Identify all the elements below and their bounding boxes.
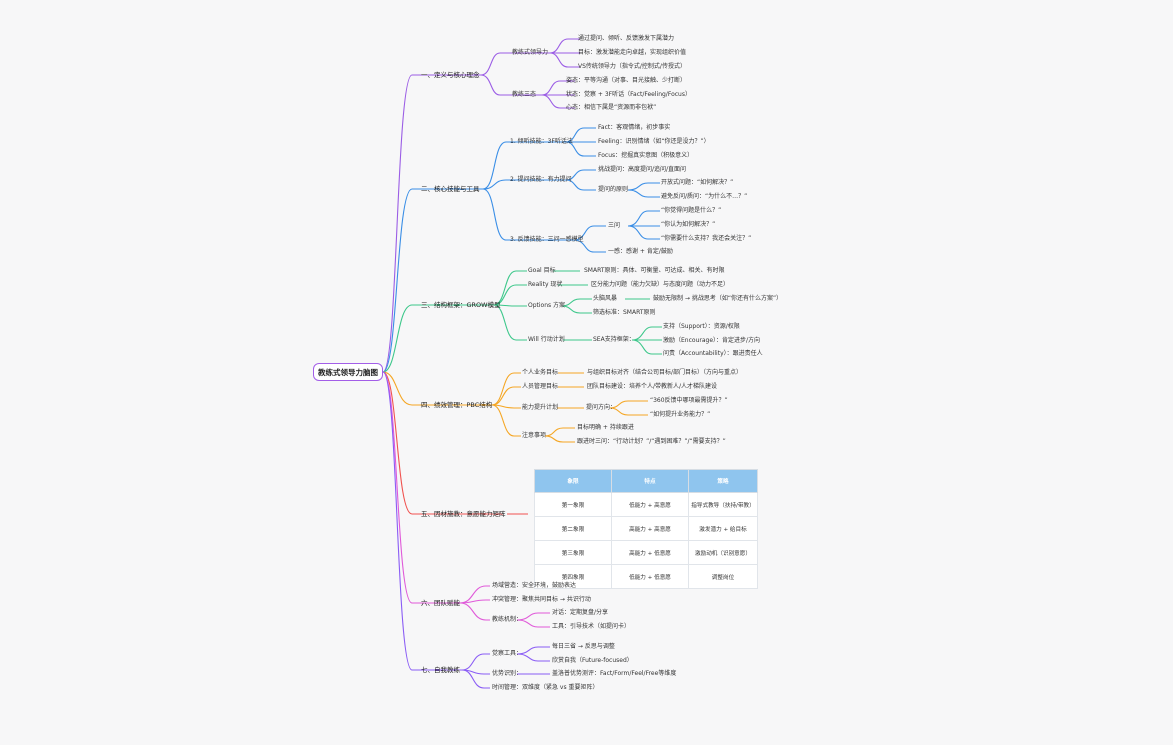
b2-n1-child-2: Feeling：识别情绪（如“你还是没力？”）	[598, 138, 710, 145]
b4-node-2[interactable]: 人员管理目标	[522, 383, 559, 390]
table-cell: 指导式教导（扶持/带教）	[688, 492, 758, 517]
branch-1-label[interactable]: 一、定义与核心理念	[421, 71, 480, 79]
b6-node-1[interactable]: 场域营造：安全环境，鼓励表达	[492, 582, 577, 589]
b7-n2-child-1: 盖洛普优势测评：Fact/Form/Feel/Free等维度	[552, 670, 677, 677]
b3-n2-child-1: 区分能力问题（能力欠缺）与态度问题（动力不足）	[591, 281, 730, 288]
b4-node-3[interactable]: 能力提升计划	[522, 404, 559, 411]
branch-7-label[interactable]: 七、自我教练	[421, 666, 460, 674]
table-row: 第三象限高能力 + 低意愿激励动机（识别意愿）	[534, 540, 758, 565]
b6-n3-child-2: 工具：引导技术（如提问卡）	[552, 623, 631, 630]
branch-5-label[interactable]: 五、因材施教：意愿能力矩阵	[421, 510, 506, 518]
ability-willingness-matrix-table: 象限 特点 策略 第一象限低能力 + 高意愿指导式教导（扶持/带教） 第二象限高…	[534, 469, 758, 589]
branch-2-label[interactable]: 二、核心技能与工具	[421, 185, 480, 193]
table-cell: 调整岗位	[688, 564, 758, 589]
table-header-quadrant: 象限	[534, 469, 612, 493]
b3-n4-grandchild-3: 问责（Accountability）：跟进责任人	[663, 350, 763, 357]
b6-node-2[interactable]: 冲突管理：聚焦共同目标 → 共识行动	[492, 596, 591, 603]
b2-n2-grandchild-1: 开放式问题：“如何解决？”	[661, 179, 734, 186]
b2-n3-grandchild-1: “你觉得问题是什么？”	[661, 207, 722, 214]
b4-n2-child-1: 团队目标建设：培养个人/带教新人/人才梯队建设	[587, 383, 718, 390]
b2-n3-grandchild-2: “你认为如何解决？”	[661, 221, 716, 228]
b3-node-3[interactable]: Options 方案	[528, 302, 566, 309]
b2-n1-child-1: Fact：客观情绪，初步事实	[598, 124, 671, 131]
b2-n3-grandchild-3: “你需要什么支持？我还会关注？”	[661, 235, 752, 242]
b3-n1-child-1: SMART原则：具体、可衡量、可达成、相关、有时限	[584, 267, 725, 274]
b4-n3-child-1[interactable]: 提问方向：	[586, 404, 617, 411]
b1-n2-child-3: 心态：相信下属是“资源而非包袱”	[566, 104, 657, 111]
b4-n1-child-1: 与组织目标对齐（结合公司目标/部门目标）（方向与重点）	[587, 369, 743, 376]
b4-n4-child-1: 目标明确 + 持续跟进	[577, 424, 634, 431]
table-header-feature: 特点	[611, 469, 689, 493]
b7-node-3[interactable]: 时间管理：双维度（紧急 vs 重要矩阵）	[492, 684, 599, 691]
b3-n3-child-1[interactable]: 头脑风暴	[593, 295, 618, 302]
table-row: 第二象限高能力 + 高意愿激发潜力 + 给目标	[534, 516, 758, 541]
table-cell: 第四象限	[534, 564, 612, 589]
table-cell: 第三象限	[534, 540, 612, 565]
b2-n3-child-2: 一感：感谢 + 肯定/鼓励	[608, 248, 673, 255]
table-cell: 激发潜力 + 给目标	[688, 516, 758, 541]
b1-n2-child-2: 状态：觉察 + 3F听话（Fact/Feeling/Focus）	[566, 91, 691, 98]
branch-4-label[interactable]: 四、绩效管理：PBC结构	[421, 401, 493, 409]
b4-node-1[interactable]: 个人业务目标	[522, 369, 559, 376]
b2-node-1[interactable]: 1. 倾听技能：3F听话法	[510, 138, 573, 145]
b1-n2-child-1: 姿态：平等沟通（对事、目光接触、少打断）	[566, 77, 687, 84]
b3-node-2[interactable]: Reality 现状	[528, 281, 563, 288]
b7-node-1[interactable]: 觉察工具：	[492, 650, 523, 657]
b1-node-2[interactable]: 教练三态	[512, 91, 537, 98]
b4-n4-child-2: 跟进时三问：“行动计划？”/“遇到困难？”/“需要支持？”	[577, 438, 726, 445]
table-cell: 高能力 + 低意愿	[611, 540, 689, 565]
b2-n2-grandchild-2: 避免反问/质问：“为什么不…？”	[661, 193, 748, 200]
branch-3-label[interactable]: 三、结构框架：GROW模型	[421, 301, 501, 309]
table-row: 第一象限低能力 + 高意愿指导式教导（扶持/带教）	[534, 492, 758, 517]
b3-node-1[interactable]: Goal 目标	[528, 267, 556, 274]
b2-n2-child-1: 挑战提问：高度提问/追问/直面问	[598, 166, 687, 173]
table-cell: 第二象限	[534, 516, 612, 541]
table-row: 第四象限低能力 + 低意愿调整岗位	[534, 564, 758, 589]
table-cell: 激励动机（识别意愿）	[688, 540, 758, 565]
b4-n3-grandchild-1: “360反馈中哪项最需提升？”	[650, 397, 728, 404]
table-cell: 第一象限	[534, 492, 612, 517]
b3-node-4[interactable]: Will 行动计划	[528, 336, 565, 343]
b3-n3-child-2: 筛选标准：SMART原则	[593, 309, 656, 316]
b2-n1-child-3: Focus：挖掘真实意图（积极意义）	[598, 152, 694, 159]
b2-n2-child-2[interactable]: 提问的原则	[598, 186, 629, 193]
table-cell: 低能力 + 高意愿	[611, 492, 689, 517]
b2-node-2[interactable]: 2. 提问技能：有力提问	[510, 176, 572, 183]
b1-n1-child-1: 通过提问、倾听、反馈激发下属潜力	[578, 35, 675, 42]
branch-6-label[interactable]: 六、团队赋能	[421, 599, 460, 607]
b3-n4-grandchild-1: 支持（Support）：资源/权限	[663, 323, 740, 330]
b1-n1-child-2: 目标：激发潜能走向卓越，实现组织价值	[578, 49, 687, 56]
b3-n4-grandchild-2: 激励（Encourage）：肯定进步/方向	[663, 337, 761, 344]
b1-node-1[interactable]: 教练式领导力	[512, 49, 549, 56]
b3-n4-child-1[interactable]: SEA支持框架：	[593, 336, 635, 343]
b7-n1-child-1: 每日三省 → 反思与调整	[552, 643, 615, 650]
root-node-title[interactable]: 教练式领导力脑图	[313, 363, 383, 381]
b2-n3-child-1[interactable]: 三问	[608, 222, 621, 229]
table-header-row: 象限 特点 策略	[534, 469, 758, 493]
b4-n3-grandchild-2: “如何提升业务能力？”	[650, 411, 711, 418]
b1-n1-child-3: VS传统领导力（指令式/控制式/传授式）	[578, 63, 686, 70]
b4-node-4[interactable]: 注意事项	[522, 432, 547, 439]
b2-node-3[interactable]: 3. 反馈技能：三问一感模型	[510, 236, 584, 243]
table-cell: 高能力 + 高意愿	[611, 516, 689, 541]
b6-node-3[interactable]: 教练机制：	[492, 616, 523, 623]
table-cell: 低能力 + 低意愿	[611, 564, 689, 589]
b3-n3-grandchild-1: 鼓励无限制 → 挑战思考（如“你还有什么方案”）	[653, 295, 783, 302]
b6-n3-child-1: 对话：定期复盘/分享	[552, 609, 609, 616]
b7-n1-child-2: 欣赏自我（Future-focused）	[552, 657, 633, 664]
b7-node-2[interactable]: 优势识别：	[492, 670, 523, 677]
table-header-strategy: 策略	[688, 469, 758, 493]
